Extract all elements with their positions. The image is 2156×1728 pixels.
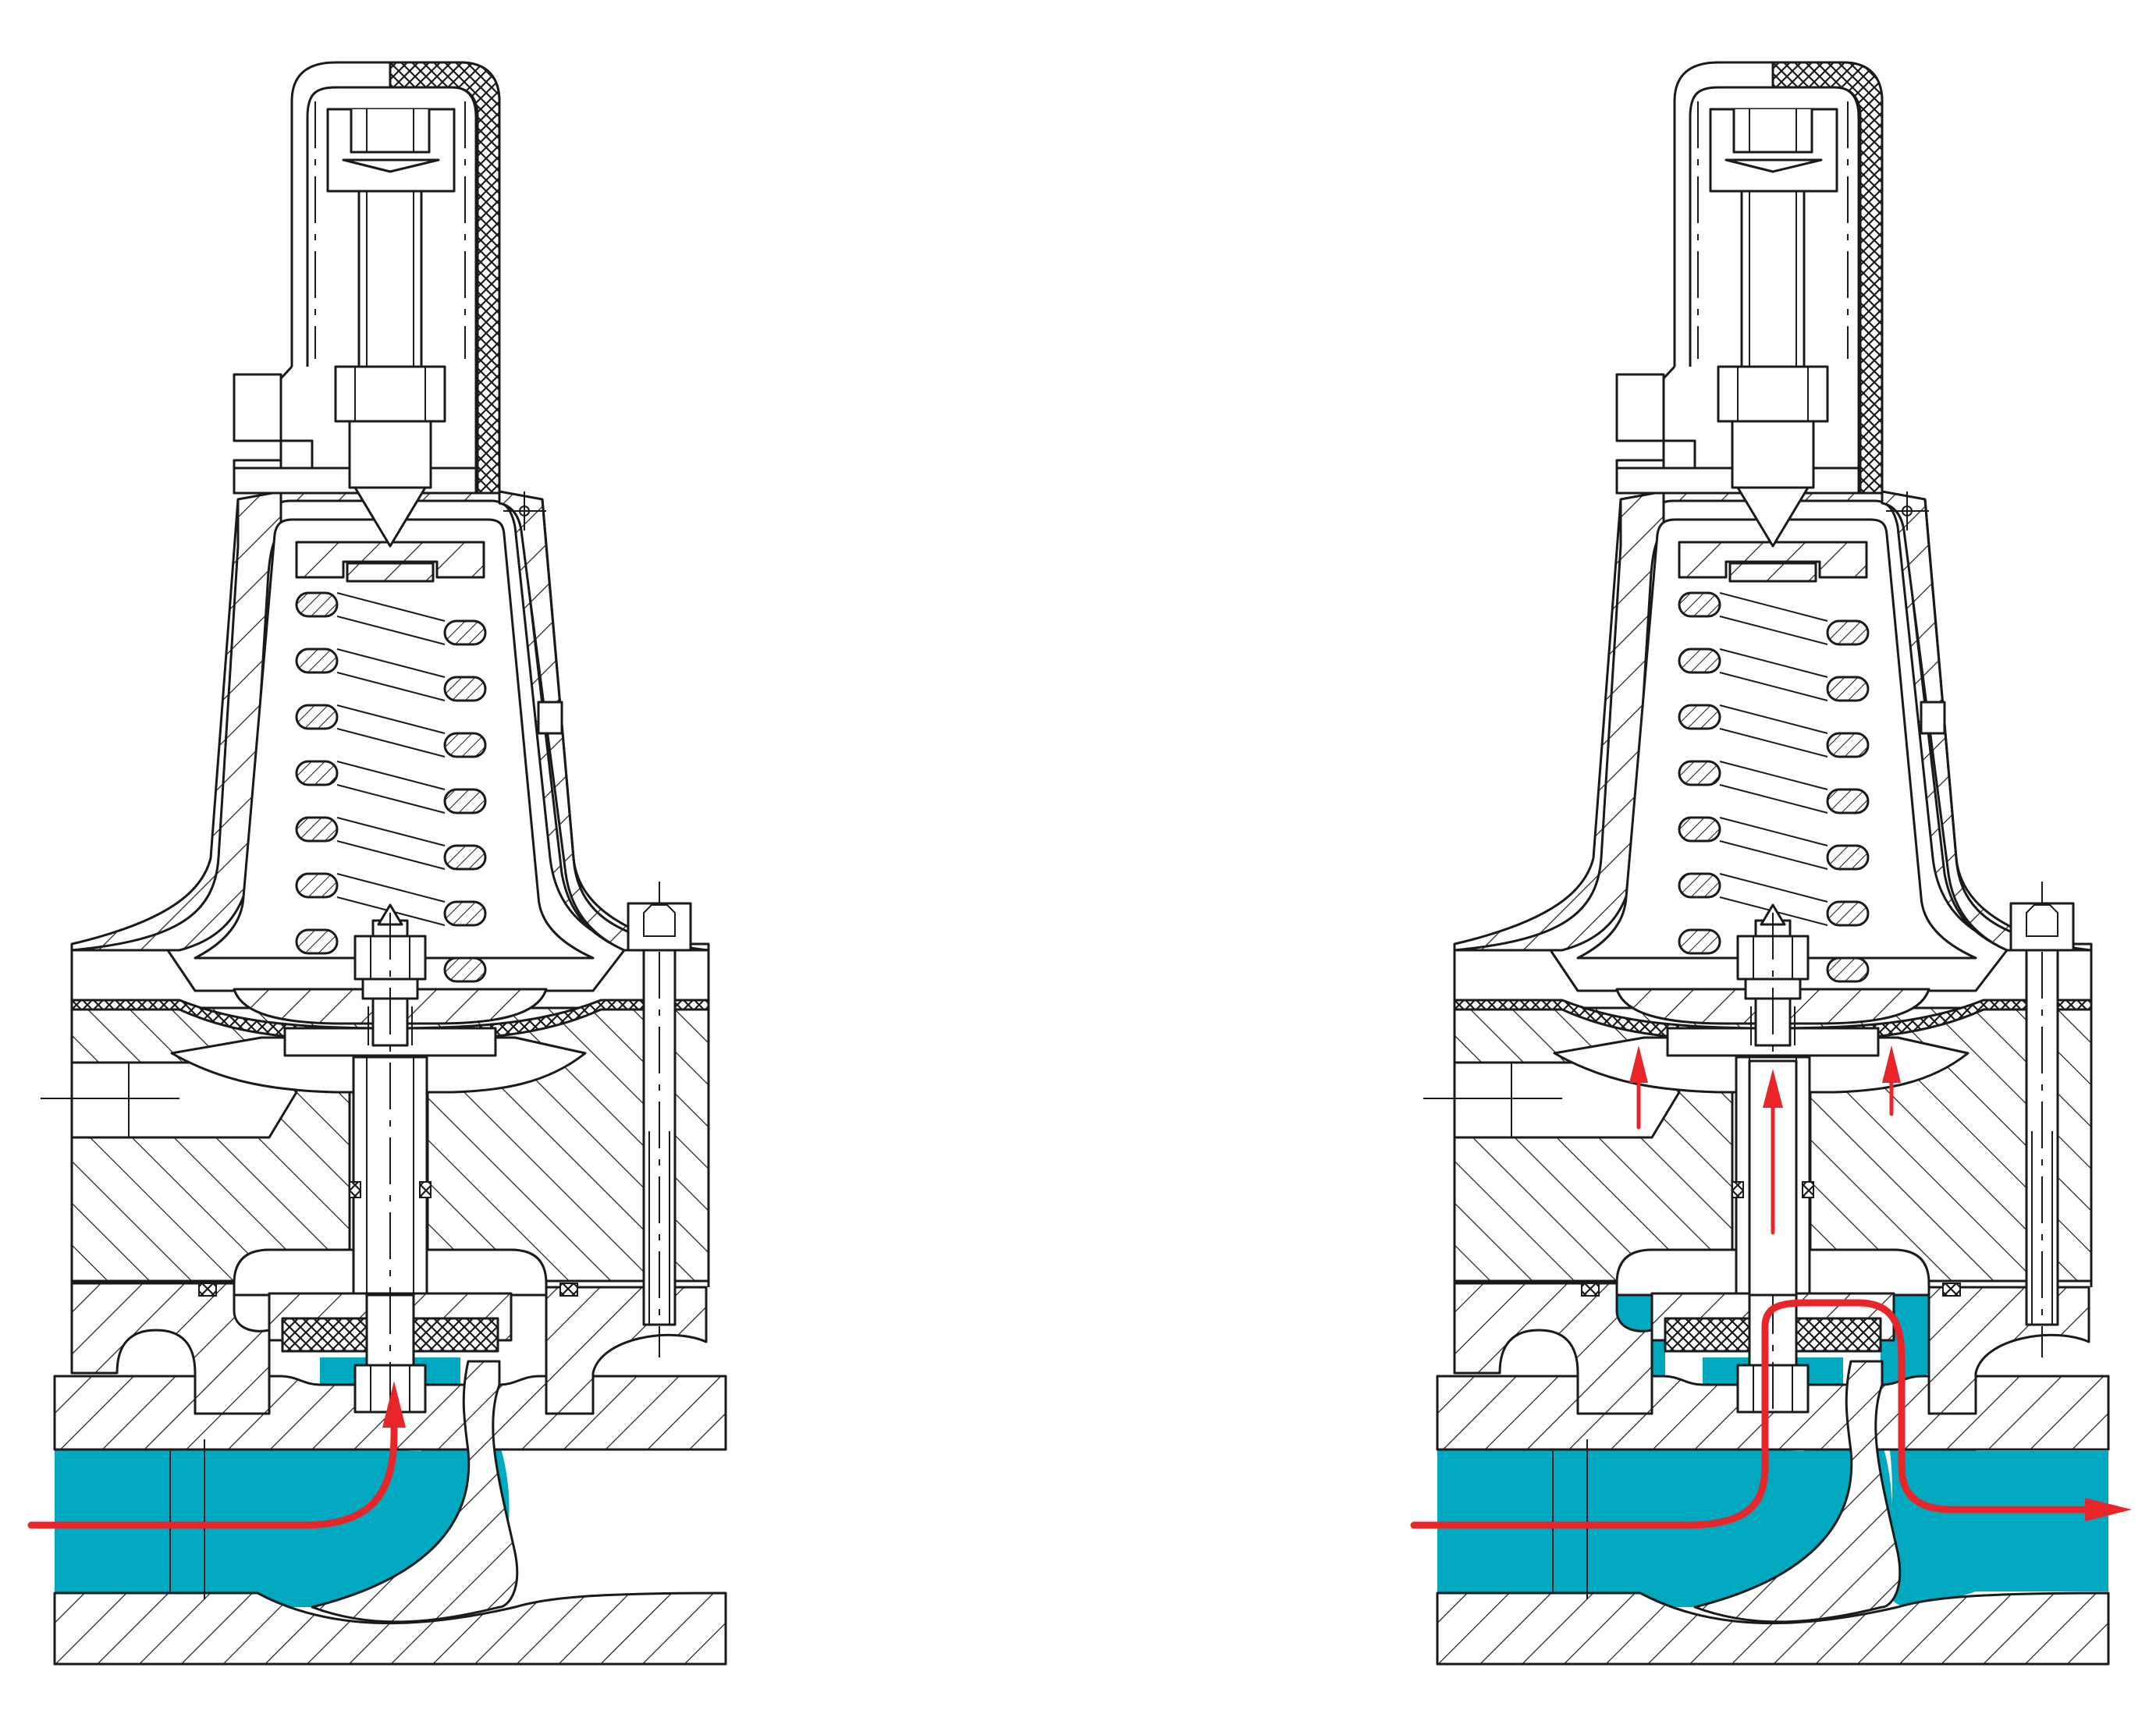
- view-open: [1410, 61, 2132, 1666]
- arrow-icon: [1629, 1045, 1648, 1083]
- arrow-icon: [1882, 1045, 1901, 1083]
- view-closed: [27, 61, 727, 1666]
- arrow-icon: [382, 1381, 406, 1428]
- arrow-icon: [1763, 1069, 1783, 1108]
- arrow-icon: [2085, 1498, 2132, 1521]
- flow-line-inlet: [27, 1416, 398, 1529]
- flow-line-through: [1410, 1299, 2104, 1529]
